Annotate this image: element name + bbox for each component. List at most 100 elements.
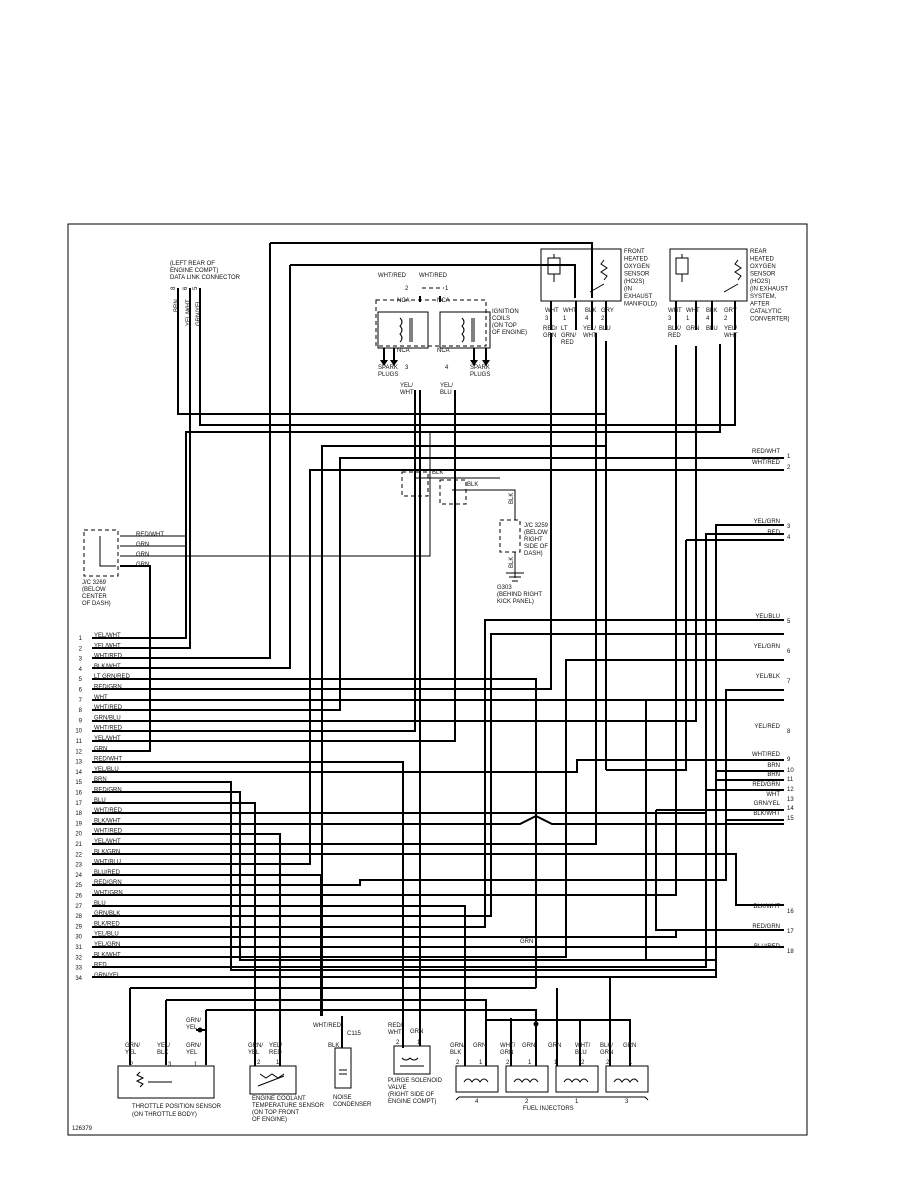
ignition-coils-label: IGNITION [492,309,519,315]
left-pin-wire-color: WHT/RED [94,705,123,711]
ground-wire-color: BLK [432,470,443,476]
front-o2-pin-number: 3 [545,316,549,322]
right-pin-wire-color: YEL/BLK [756,674,780,680]
ignition-coils-label: (ON TOP [492,323,517,329]
data-link-connector-label: (LEFT REAR OF [170,261,215,267]
rear-o2-wire-color: GRY [724,308,737,314]
rear-o2-wire-color: BLU [706,326,718,332]
tps-wire-color: GRN/ [186,1043,201,1049]
left-pin-wire-color: YEL/WHT [94,736,121,742]
left-pin-number: 23 [75,863,82,869]
left-pin-wire-color: YEL/WHT [94,633,121,639]
left-pin-wire-color: YEL/BLU [94,767,119,773]
injector-wire-color: GRN/ [450,1043,465,1049]
injector-wire-color: WHT/ [575,1043,591,1049]
right-pin-wire-color: YEL/RED [754,724,780,730]
jc3269-label: OF DASH) [82,601,111,607]
rear-o2-sensor-label: AFTER [750,302,770,308]
tps-pin-number: 1 [194,1062,198,1068]
left-pin-wire-color: BLK/WHT [94,952,121,958]
left-pin-number: 7 [79,698,83,704]
left-pin-wire-color: YEL/GRN [94,942,120,948]
ground-wire-color: BLK [509,493,515,504]
right-pin-number: 14 [787,806,794,812]
noise-condenser [334,1047,352,1089]
left-pin-number: 6 [79,688,83,694]
tps-label: (ON THROTTLE BODY) [132,1112,197,1118]
left-pin-number: 32 [75,955,82,961]
nca-label: NCA [437,348,450,354]
injector-pin-number: 1 [528,1060,532,1066]
jc3259-label: SIDE OF [524,544,548,550]
left-pin-wire-color: RED [94,963,107,969]
ignition-wire-color: WHT/RED [419,273,448,279]
injector-wire-color: GRN [500,1050,513,1056]
left-pin-wire-color: BLU [94,901,106,907]
right-pin-number: 17 [787,929,794,935]
wire-color: GRN [520,939,533,945]
left-pin-wire-color: YEL/WHT [94,643,121,649]
right-pin-wire-color: RED/WHT [752,449,780,455]
ect-pin-number: 1 [276,1060,280,1066]
left-pin-number: 25 [75,883,82,889]
rear-o2-wire-color: WHT [668,308,682,314]
injector-pin-number: 2 [581,1060,585,1066]
ect-wire-color: YEL/ [269,1043,282,1049]
ignition-coils-label: COILS [492,316,510,322]
left-pin-wire-color: WHT/RED [94,808,123,814]
purge-pin-number: 1 [417,1040,421,1046]
ect-wire-color: GRN/ [248,1043,263,1049]
right-pin-wire-color: WHT/RED [752,460,781,466]
left-pin-number: 4 [79,667,83,673]
data-link-connector-label: ENGINE COMPT) [170,268,218,274]
g303-label: KICK PANEL) [497,599,534,605]
front-o2-wire-color: RED [561,340,574,346]
right-pin-number: 12 [787,787,794,793]
left-pin-number: 9 [79,718,83,724]
ignition-wire-color: BLU [440,390,452,396]
nca-label: NCA [437,298,450,304]
ignition-wire-color: WHT [400,390,414,396]
purge-wire-color: GRN [410,1029,423,1035]
diagram-border [67,223,808,1136]
right-pin-number: 16 [787,909,794,915]
ect-label: ENGINE COOLANT [252,1096,306,1102]
right-pin-number: 3 [787,524,791,530]
injector-wire-color: GRN [623,1043,636,1049]
front-o2-pin-number: 4 [585,316,589,322]
left-pin-wire-color: BLU [94,798,106,804]
right-pin-number: 13 [787,797,794,803]
rear-o2-sensor-label: (HO2S) [750,279,770,285]
rear-o2-wire-color: WHT [686,308,700,314]
right-pin-wire-color: BLK/WHT [753,904,780,910]
ect-label: (ON TOP FRONT [252,1110,299,1116]
ignition-coils [375,287,491,366]
jc3269-label: CENTER [82,594,107,600]
left-pin-number: 8 [79,708,83,714]
rear-o2-sensor-label: (IN EXHAUST [750,287,788,293]
ignition-coils-label: OF ENGINE) [492,330,527,336]
injector-pin-number: 1 [479,1060,483,1066]
left-pin-wire-color: GRN/BLU [94,715,121,721]
rear-o2-sensor-label: SYSTEM, [750,294,777,300]
left-pin-number: 10 [75,729,82,735]
left-pin-number: 12 [75,749,82,755]
left-pin-wire-color: BLK/WHT [94,664,121,670]
front-o2-sensor-label: HEATED [624,257,649,263]
right-pin-wire-color: BRN [767,763,780,769]
nca-label: NCA [397,298,410,304]
left-pin-wire-color: WHT/RED [94,829,123,835]
front-o2-wire-color: GRN/ [561,333,576,339]
right-pin-number: 9 [787,757,791,763]
rear-o2-sensor-label: CATALYTIC [750,309,782,315]
left-pin-number: 13 [75,760,82,766]
front-o2-wire-color: WHT [545,308,559,314]
ect-wire-color: YEL [248,1050,260,1056]
front-o2-sensor-label: OXYGEN [624,264,650,270]
left-pin-wire-color: WHT/RED [94,726,123,732]
diagram-id: 126379 [72,1126,93,1132]
jc3269-wire-color: GRN [136,562,149,568]
front-o2-wire-color: WHT [583,333,597,339]
ignition-pin-number: 2 [405,286,409,292]
